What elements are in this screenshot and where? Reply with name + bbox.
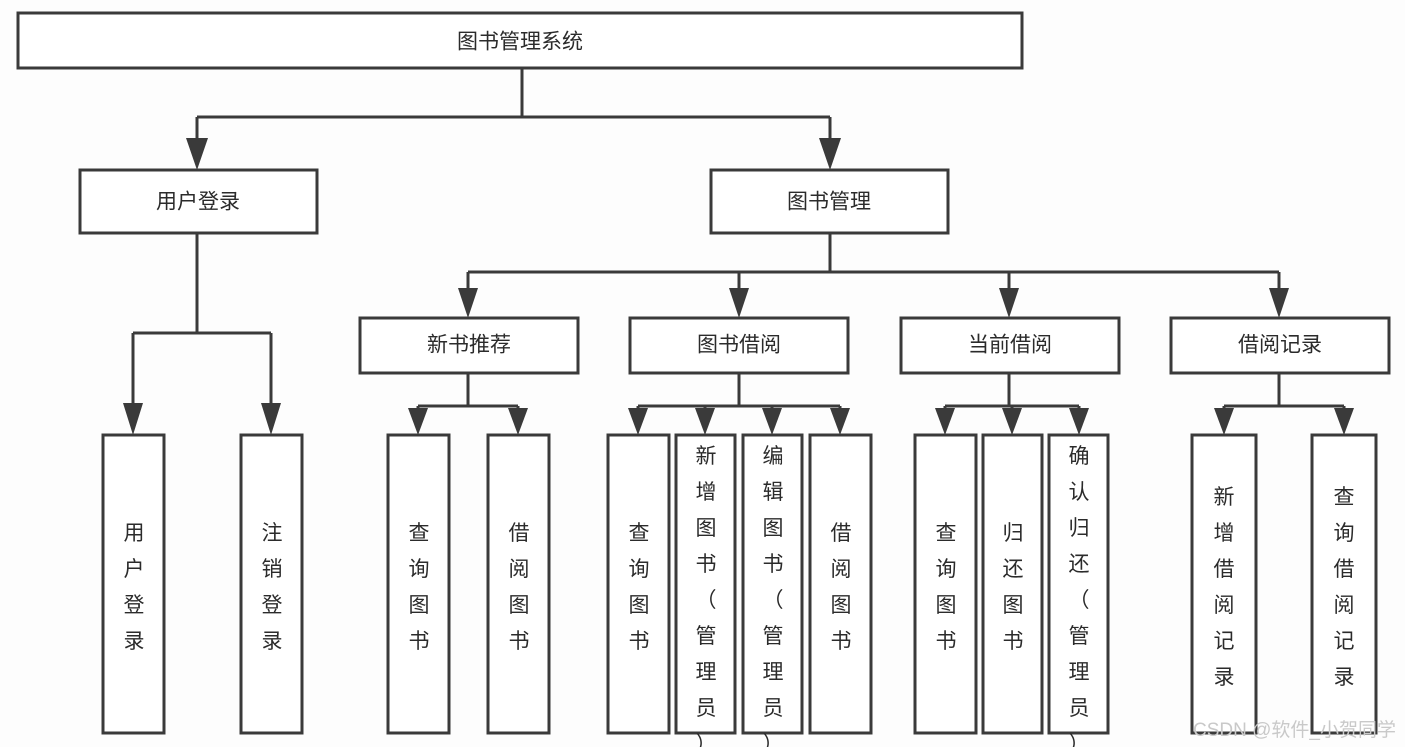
- arrowhead-lf-user-logout: [261, 403, 281, 435]
- leaf-lf-add-book-box[interactable]: [674, 433, 737, 735]
- arrowhead-book-manage: [819, 138, 841, 170]
- node-user-login[interactable]: 用户登录: [78, 168, 319, 235]
- arrowhead-book-borrow: [729, 288, 749, 318]
- arrowhead-lf-confirm-return: [1069, 408, 1089, 435]
- arrowhead-lf-edit-book: [762, 408, 782, 435]
- arrowhead-lf-query-book-1: [408, 408, 428, 435]
- node-current-borrow[interactable]: 当前借阅: [899, 316, 1121, 375]
- leaf-lf-add-book[interactable]: 新增图书（管理员）: [674, 433, 737, 747]
- node-book-manage-box[interactable]: [709, 168, 950, 235]
- leaf-lf-query-book-2-box[interactable]: [606, 433, 671, 735]
- leaf-lf-user-login-box[interactable]: [101, 433, 166, 735]
- leaf-lf-add-record-label: 新增借阅记录: [1214, 486, 1235, 689]
- node-borrow-record-label: 借阅记录: [1238, 334, 1322, 357]
- leaf-lf-query-book-3-label: 查询图书: [936, 522, 957, 653]
- leaf-lf-edit-book[interactable]: 编辑图书（管理员）: [741, 433, 804, 747]
- connector-layer: [123, 68, 1354, 435]
- leaf-lf-query-book-2[interactable]: 查询图书: [606, 433, 671, 735]
- arrowhead-lf-query-book-3: [935, 408, 955, 435]
- node-book-borrow-box[interactable]: [628, 316, 850, 375]
- leaf-lf-query-book-1[interactable]: 查询图书: [386, 433, 451, 735]
- node-borrow-record[interactable]: 借阅记录: [1169, 316, 1391, 375]
- leaf-lf-add-record-box[interactable]: [1190, 433, 1258, 735]
- node-new-book-rec[interactable]: 新书推荐: [358, 316, 580, 375]
- node-borrow-record-box[interactable]: [1169, 316, 1391, 375]
- leaf-lf-query-record-label: 查询借阅记录: [1334, 486, 1355, 689]
- leaf-lf-return-book-label: 归还图书: [1003, 522, 1024, 653]
- node-user-login-box[interactable]: [78, 168, 319, 235]
- node-current-borrow-label: 当前借阅: [968, 334, 1052, 357]
- arrowhead-lf-borrow-book-1: [508, 408, 528, 435]
- leaf-lf-borrow-book-2-label: 借阅图书: [831, 522, 852, 653]
- leaf-lf-confirm-return-box[interactable]: [1047, 433, 1110, 735]
- leaf-lf-return-book[interactable]: 归还图书: [981, 433, 1044, 735]
- leaf-lf-query-book-3-box[interactable]: [913, 433, 978, 735]
- arrowhead-lf-query-record: [1334, 408, 1354, 435]
- arrowhead-lf-user-login: [123, 403, 143, 435]
- watermark-label: CSDN @软件_小贺同学: [1193, 719, 1396, 741]
- arrowhead-lf-borrow-book-2: [830, 408, 850, 435]
- node-root[interactable]: 图书管理系统: [16, 11, 1024, 70]
- node-book-manage-label: 图书管理: [787, 191, 871, 214]
- leaf-lf-query-record-box[interactable]: [1310, 433, 1378, 735]
- leaf-lf-edit-book-box[interactable]: [741, 433, 804, 735]
- leaf-lf-query-book-1-label: 查询图书: [409, 522, 430, 653]
- leaf-lf-query-record[interactable]: 查询借阅记录: [1310, 433, 1378, 735]
- node-book-manage[interactable]: 图书管理: [709, 168, 950, 235]
- leaf-lf-user-logout[interactable]: 注销登录: [239, 433, 304, 735]
- leaf-lf-confirm-return[interactable]: 确认归还（管理员）: [1047, 433, 1110, 747]
- arrowhead-lf-return-book: [1002, 408, 1022, 435]
- arrowhead-lf-add-record: [1214, 408, 1234, 435]
- arrowhead-lf-add-book: [695, 408, 715, 435]
- leaf-lf-query-book-3[interactable]: 查询图书: [913, 433, 978, 735]
- leaf-lf-edit-book-label: 编辑图书（管理员）: [763, 445, 784, 747]
- leaf-lf-add-book-label: 新增图书（管理员）: [696, 445, 717, 747]
- leaf-lf-user-login-label: 用户登录: [124, 522, 145, 653]
- leaf-lf-borrow-book-1-label: 借阅图书: [509, 522, 530, 653]
- arrowhead-user-login: [186, 138, 208, 170]
- leaf-lf-user-logout-label: 注销登录: [262, 522, 283, 653]
- arrowhead-borrow-record: [1269, 288, 1289, 318]
- leaf-lf-query-book-1-box[interactable]: [386, 433, 451, 735]
- leaf-lf-user-logout-box[interactable]: [239, 433, 304, 735]
- leaf-lf-add-record[interactable]: 新增借阅记录: [1190, 433, 1258, 735]
- leaf-lf-borrow-book-2-box[interactable]: [808, 433, 873, 735]
- node-current-borrow-box[interactable]: [899, 316, 1121, 375]
- arrowhead-current-borrow: [999, 288, 1019, 318]
- node-new-book-rec-label: 新书推荐: [427, 334, 511, 357]
- leaf-lf-query-book-2-label: 查询图书: [629, 522, 650, 653]
- arrowhead-new-book-rec: [458, 288, 478, 318]
- leaf-lf-user-login[interactable]: 用户登录: [101, 433, 166, 735]
- node-book-borrow[interactable]: 图书借阅: [628, 316, 850, 375]
- node-root-box[interactable]: [16, 11, 1024, 70]
- node-new-book-rec-box[interactable]: [358, 316, 580, 375]
- leaf-lf-borrow-book-2[interactable]: 借阅图书: [808, 433, 873, 735]
- node-book-borrow-label: 图书借阅: [697, 334, 781, 357]
- leaf-lf-borrow-book-1[interactable]: 借阅图书: [486, 433, 551, 735]
- node-user-login-label: 用户登录: [156, 191, 240, 214]
- leaf-lf-confirm-return-label: 确认归还（管理员）: [1069, 445, 1090, 747]
- leaf-lf-return-book-box[interactable]: [981, 433, 1044, 735]
- arrowhead-lf-query-book-2: [628, 408, 648, 435]
- leaf-lf-borrow-book-1-box[interactable]: [486, 433, 551, 735]
- node-root-label: 图书管理系统: [457, 31, 583, 54]
